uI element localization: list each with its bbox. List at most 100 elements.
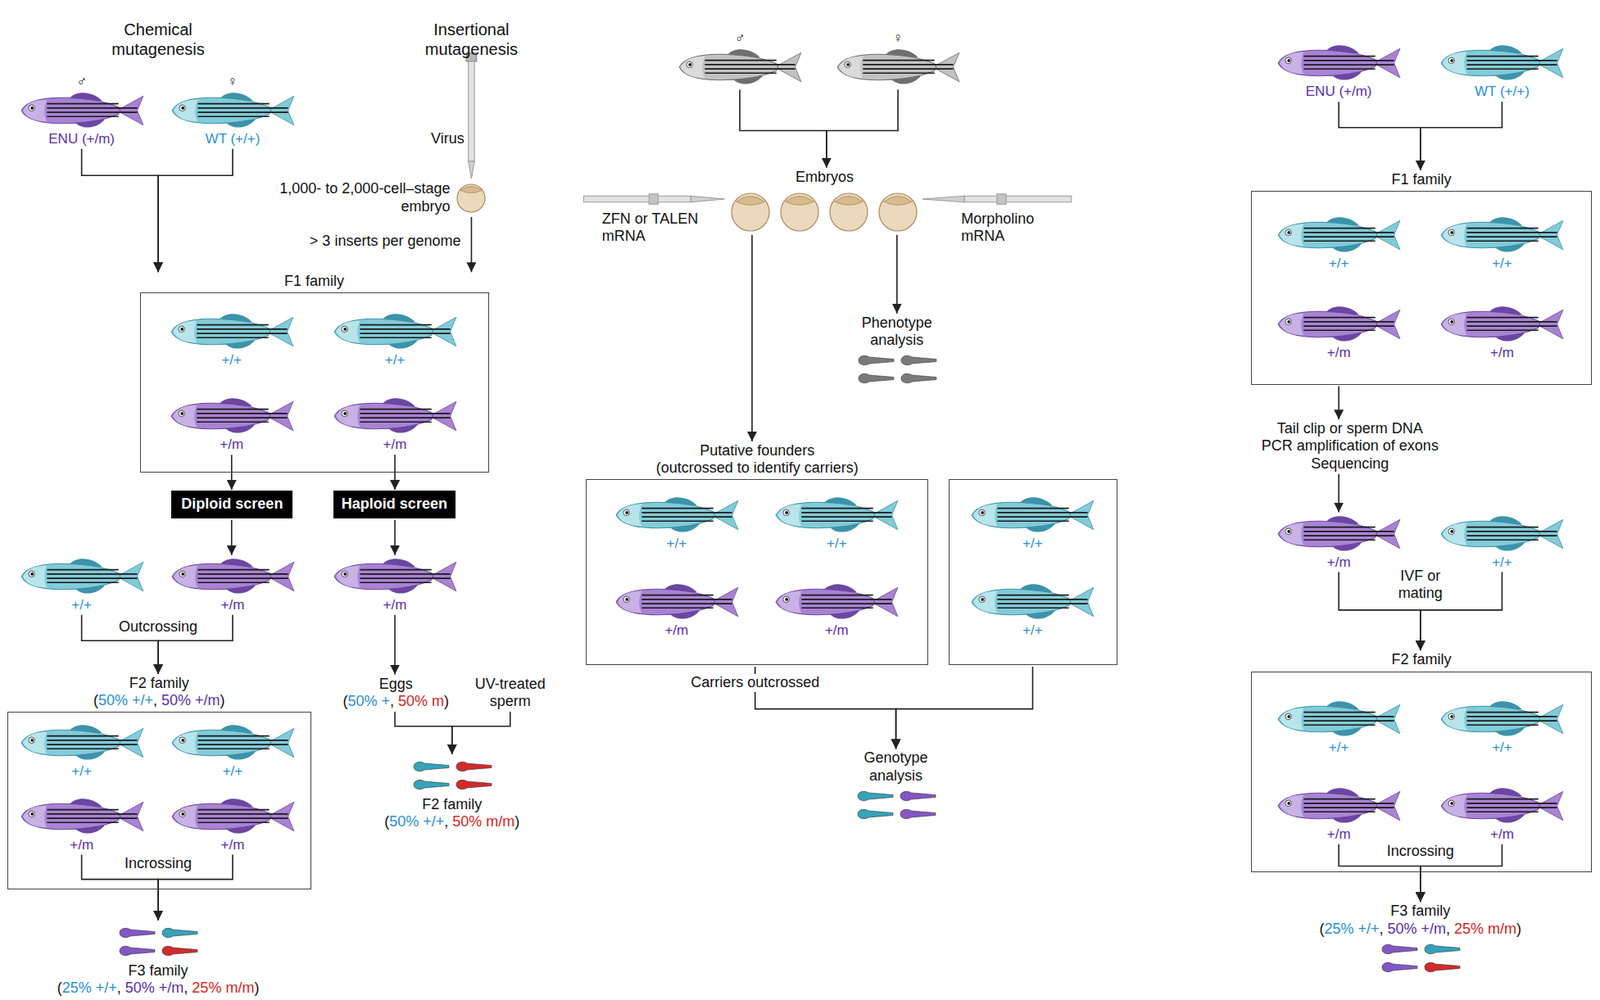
larvae-drawing — [855, 787, 938, 824]
drawing-part — [1304, 539, 1376, 541]
drawing-part — [46, 747, 118, 750]
fish-genotype: +/m — [1437, 303, 1566, 362]
text-run: 50% +/+ — [98, 692, 154, 709]
drawing-part — [844, 62, 851, 68]
genotype-label: +/m — [219, 436, 244, 454]
drawing-part — [1441, 222, 1542, 249]
drawing-part — [641, 607, 713, 609]
text-run: Eggs — [379, 675, 413, 693]
drawing-part — [334, 318, 434, 345]
text-run: +/+ — [1491, 255, 1513, 272]
text-run: +/+ — [1328, 255, 1350, 272]
family-box: +/++/+ — [948, 479, 1118, 666]
fish-drawing — [772, 581, 901, 623]
fish-genotype: +/+ — [167, 311, 296, 369]
step-text: F3 family — [1390, 902, 1451, 921]
drawing-part — [334, 403, 434, 431]
drawing-part — [641, 507, 713, 510]
drawing-part — [802, 521, 874, 523]
drawing-part — [1279, 313, 1304, 336]
family-box: +/++/++/m+/mF1 family — [140, 292, 490, 472]
drawing-part — [641, 521, 713, 523]
flow-arrow — [1338, 101, 1421, 170]
fish-drawing — [330, 311, 459, 353]
drawing-part — [1373, 220, 1401, 250]
fish-genotype: +/+ — [1274, 214, 1403, 272]
drawing-part — [1382, 962, 1418, 972]
free-label: Chemical mutagenesis — [102, 20, 215, 59]
fish-genotype: WT (+/+) — [1437, 42, 1566, 100]
text-run: +/m — [664, 622, 689, 639]
text-run: +/+ — [222, 763, 244, 780]
drawing-part — [997, 602, 1088, 605]
drawing-part — [457, 184, 485, 213]
text-run: +/m — [1490, 826, 1514, 843]
text-run: (outcrossed to identify carriers) — [656, 459, 859, 476]
drawing-part — [1467, 330, 1539, 332]
free-label: Incrossing — [1386, 843, 1455, 861]
drawing-part — [46, 107, 137, 109]
drawing-part — [641, 602, 732, 605]
drawing-part — [266, 402, 293, 431]
drawing-part — [1304, 530, 1395, 533]
genotype-label: +/+ — [71, 763, 92, 780]
step-text: Eggs — [379, 675, 413, 694]
flow-arrow — [1338, 572, 1421, 652]
text-run: Tail clip or sperm DNA — [1277, 420, 1424, 437]
drawing-part — [413, 761, 449, 771]
drawing-part — [1448, 229, 1455, 236]
drawing-part — [430, 402, 457, 431]
free-label: Insertional mutagenesis — [410, 20, 533, 59]
drawing-part — [802, 594, 874, 597]
drawing-part — [162, 946, 198, 956]
drawing-part — [783, 596, 789, 603]
free-label: Incrossing — [124, 855, 192, 873]
free-label: Morpholino mRNA — [960, 210, 1058, 245]
genotype-label: +/m — [824, 622, 849, 640]
text-run: +/+ — [1491, 554, 1513, 571]
text-run: 50% +/m — [1387, 920, 1447, 938]
free-label: IVF or mating — [1395, 567, 1446, 603]
drawing-part — [28, 104, 35, 111]
genotype-label: +/+ — [1022, 535, 1043, 553]
text-run: ENU (+/m) — [1305, 83, 1373, 100]
text-run: WT (+/+) — [205, 131, 261, 147]
drawing-part — [1536, 705, 1564, 735]
fish-drawing — [675, 46, 804, 88]
fish-drawing — [168, 90, 297, 132]
drawing-part — [1304, 226, 1376, 229]
drawing-part — [196, 417, 287, 420]
virus-needle — [466, 53, 476, 179]
drawing-part — [711, 587, 738, 617]
text-run: , — [183, 979, 192, 997]
needle-tip — [690, 195, 725, 202]
drawing-part — [1067, 587, 1094, 617]
drawing-part — [178, 326, 185, 332]
drawing-part — [1443, 313, 1468, 336]
text-run: ) — [444, 693, 449, 710]
drawing-part — [857, 791, 893, 801]
drawing-part — [1285, 318, 1292, 325]
drawing-part — [1304, 811, 1376, 814]
drawing-part — [1441, 706, 1542, 733]
text-run: , — [444, 813, 453, 830]
drawing-part — [1448, 528, 1455, 535]
drawing-part — [933, 53, 960, 82]
drawing-part — [197, 107, 288, 109]
drawing-part — [456, 761, 492, 771]
drawing-part — [1424, 944, 1460, 954]
drawing-part — [46, 743, 137, 746]
drawing-part — [1279, 795, 1304, 818]
drawing-part — [641, 598, 732, 601]
text-run: , — [153, 692, 162, 709]
embryo-drawing — [454, 181, 488, 215]
genotype-label: +/+ — [1491, 554, 1513, 572]
drawing-part — [1373, 49, 1401, 78]
drawing-part — [116, 802, 143, 831]
text-run: , — [1445, 920, 1455, 938]
zfn-needle — [583, 194, 725, 204]
genotype-label: +/+ — [222, 763, 244, 780]
drawing-part — [1443, 223, 1468, 246]
genotype-label: +/m — [221, 837, 245, 854]
